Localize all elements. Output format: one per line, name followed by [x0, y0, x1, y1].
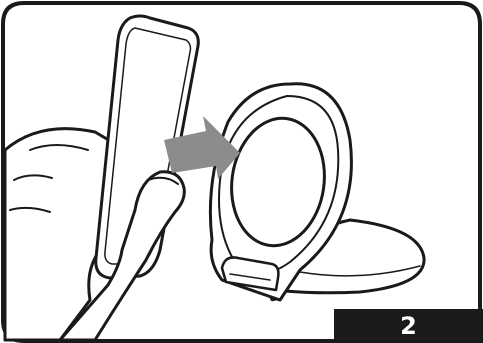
wireless-charging-stand-icon [210, 84, 424, 300]
step-number-badge: 2 [334, 309, 483, 343]
step-number: 2 [400, 312, 417, 340]
